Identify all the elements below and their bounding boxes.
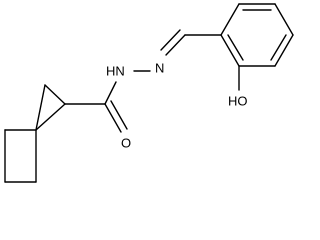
ring-bond-2 [274, 3, 294, 36]
cyclopropane-bond-1 [44, 84, 66, 105]
ring-bond-3 [274, 34, 294, 67]
imine-bond-2 [160, 29, 181, 51]
cyclopropane-ring [35, 84, 66, 131]
ring-double-bond-3 [227, 34, 244, 61]
ring-bond-6 [220, 3, 240, 36]
amide-bond [104, 81, 117, 105]
cyclopropane-bond-2 [35, 84, 46, 131]
cyclobutane-ring [4, 129, 37, 183]
ring-double-bond-2 [270, 34, 287, 61]
carbonyl-bond-1 [104, 103, 122, 133]
benzene-ring [220, 3, 294, 67]
hydroxyl-label: HO [228, 94, 248, 109]
carbonyl-bond-2 [110, 100, 128, 130]
molecule-structure: HO N HN O [4, 3, 294, 183]
imine-bond-1 [165, 34, 186, 56]
ring-bond-5 [220, 34, 240, 67]
imine-nitrogen-label: N [155, 61, 164, 76]
amine-nitrogen-label: HN [106, 64, 125, 79]
carbonyl-oxygen-label: O [121, 136, 131, 151]
cyclopropane-bond-3 [35, 103, 66, 131]
